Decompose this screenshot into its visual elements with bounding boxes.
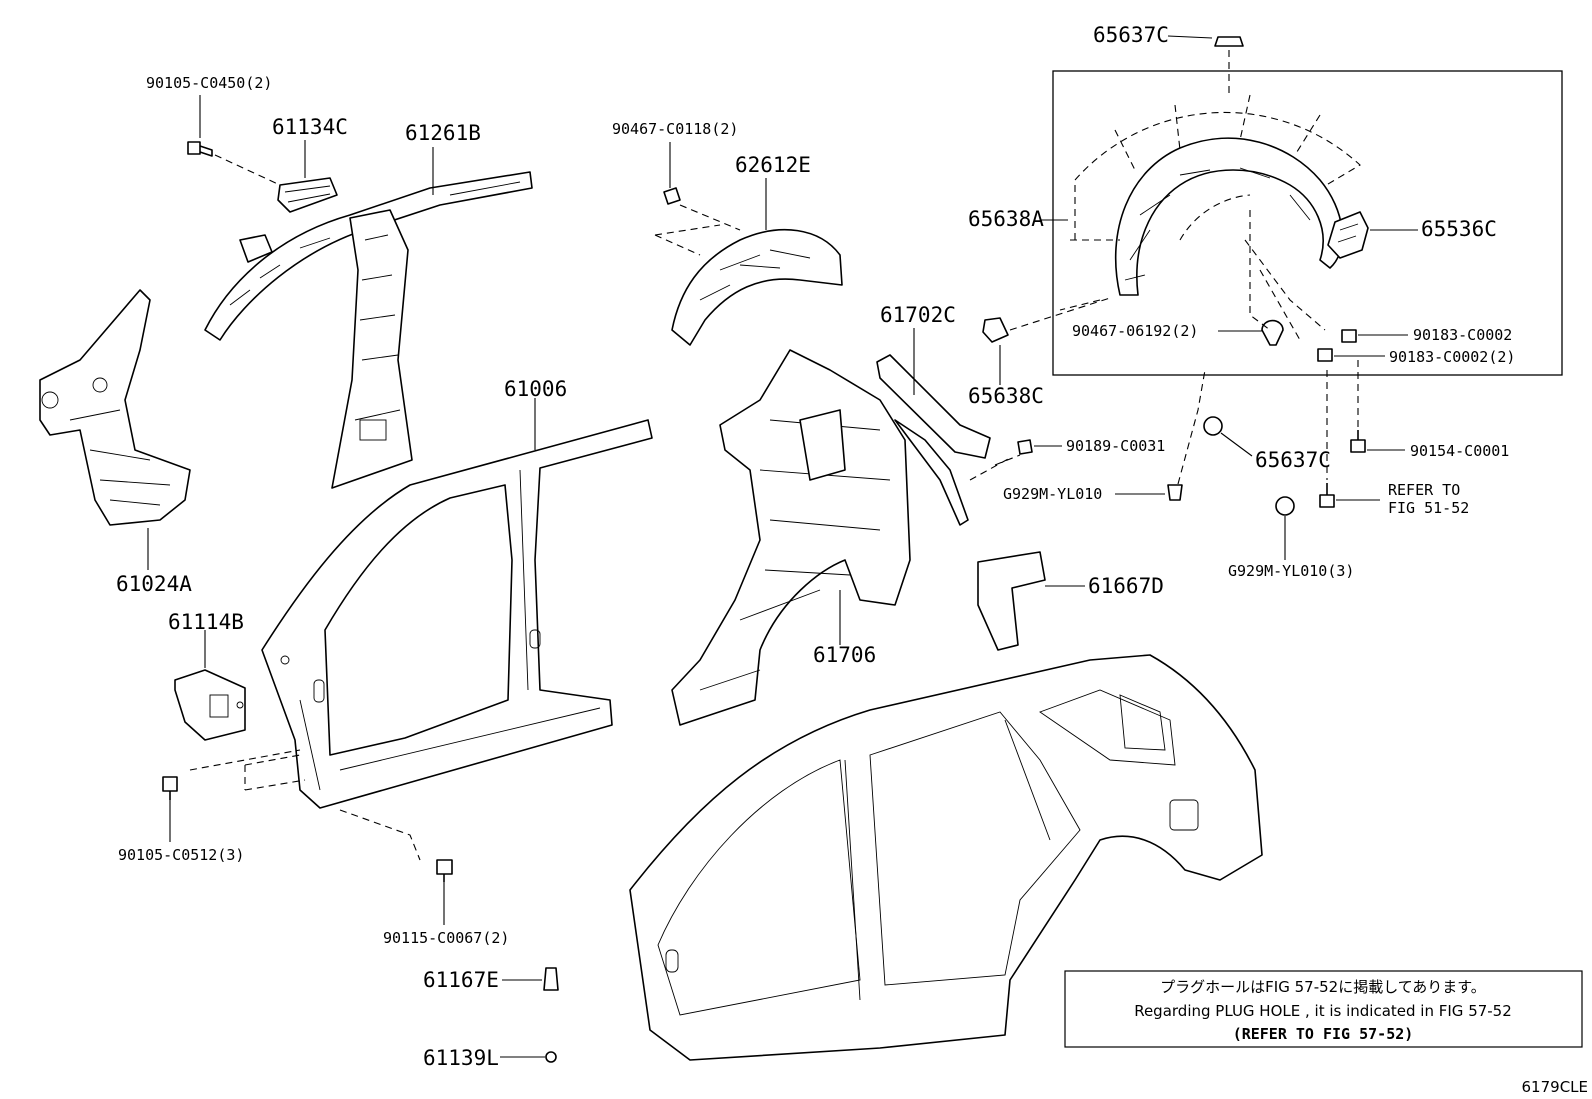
label-61006: 61006 (504, 377, 567, 401)
fender-liner-65638A[interactable] (1059, 94, 1361, 311)
center-pillar[interactable] (331, 209, 413, 489)
label-61667D: 61667D (1088, 574, 1164, 598)
note-refer: (REFER TO FIG 57-52) (1233, 1025, 1414, 1043)
body-side-outer[interactable] (629, 654, 1263, 1061)
clip-65638C[interactable] (982, 317, 1009, 343)
note-jp: プラグホールはFIG 57-52に掲載してあります。 (1160, 978, 1486, 996)
panel-61702C[interactable] (876, 354, 991, 526)
label-61702C: 61702C (880, 303, 956, 327)
label-61706: 61706 (813, 643, 876, 667)
figure-code: 6179CLE (1522, 1078, 1588, 1096)
label-90183-C0002-2: 90183-C0002(2) (1389, 348, 1515, 366)
label-65637C-mid: 65637C (1255, 448, 1331, 472)
bolt-90105-C0450[interactable] (187, 141, 213, 157)
nut-90183-C0002[interactable] (1341, 329, 1357, 343)
label-90467-C0118: 90467-C0118(2) (612, 120, 738, 138)
label-G929M-YL010: G929M-YL010 (1003, 485, 1102, 503)
side-panel-61006[interactable] (261, 419, 653, 809)
label-90105-C0450: 90105-C0450(2) (146, 74, 272, 92)
plug-61139L[interactable] (545, 1051, 557, 1063)
bolt-90105-C0512[interactable] (162, 776, 178, 800)
refer-line-1: REFER TO (1388, 481, 1460, 499)
plug-61167E[interactable] (543, 967, 559, 991)
label-90105-C0512: 90105-C0512(3) (118, 846, 244, 864)
bracket-61134C[interactable] (277, 177, 338, 213)
label-G929M-YL010-3: G929M-YL010(3) (1228, 562, 1354, 580)
note-en: Regarding PLUG HOLE , it is indicated in… (1134, 1002, 1512, 1020)
bracket-65536C[interactable] (1327, 211, 1369, 259)
clip-90467-C0118[interactable] (663, 187, 681, 205)
label-65638A: 65638A (968, 207, 1044, 231)
bolt-90115-C0067[interactable] (436, 859, 453, 882)
reinforcement-61114B[interactable] (174, 669, 246, 741)
clip-G929M-YL010-3[interactable] (1275, 496, 1295, 516)
label-90183-C0002: 90183-C0002 (1413, 326, 1512, 344)
label-65637C-top: 65637C (1093, 23, 1169, 47)
pad-61667D[interactable] (977, 551, 1046, 651)
grommet-65637C-mid[interactable] (1203, 416, 1223, 436)
grommet-65637C-top[interactable] (1214, 36, 1244, 47)
label-61139L: 61139L (423, 1046, 499, 1070)
nut-90183-C0002-2[interactable] (1317, 348, 1333, 362)
label-62612E: 62612E (735, 153, 811, 177)
liner-detail-frame (1052, 70, 1563, 376)
refer-line-2: FIG 51-52 (1388, 499, 1469, 517)
label-90154-C0001: 90154-C0001 (1410, 442, 1509, 460)
clip-G929M-YL010[interactable] (1167, 484, 1183, 501)
label-65638C: 65638C (968, 384, 1044, 408)
label-61167E: 61167E (423, 968, 499, 992)
quarter-inner-61706[interactable] (671, 349, 911, 726)
label-90467-06192: 90467-06192(2) (1072, 322, 1198, 340)
label-61261B: 61261B (405, 121, 481, 145)
clip-90189-C0031[interactable] (1017, 439, 1033, 455)
bolt-refer-fig-51-52[interactable] (1319, 483, 1335, 508)
label-90189-C0031: 90189-C0031 (1066, 437, 1165, 455)
label-61114B: 61114B (168, 610, 244, 634)
plug-hole-note: プラグホールはFIG 57-52に掲載してあります。 Regarding PLU… (1064, 970, 1583, 1048)
label-61134C: 61134C (272, 115, 348, 139)
front-pillar-61024A[interactable] (39, 289, 191, 526)
clip-90467-06192[interactable] (1261, 319, 1284, 346)
roof-rail-61261B[interactable] (204, 171, 533, 341)
bolt-90154-C0001[interactable] (1350, 430, 1366, 453)
wheel-housing-62612E[interactable] (671, 228, 843, 346)
label-90115-C0067: 90115-C0067(2) (383, 929, 509, 947)
label-61024A: 61024A (116, 572, 192, 596)
label-65536C: 65536C (1421, 217, 1497, 241)
